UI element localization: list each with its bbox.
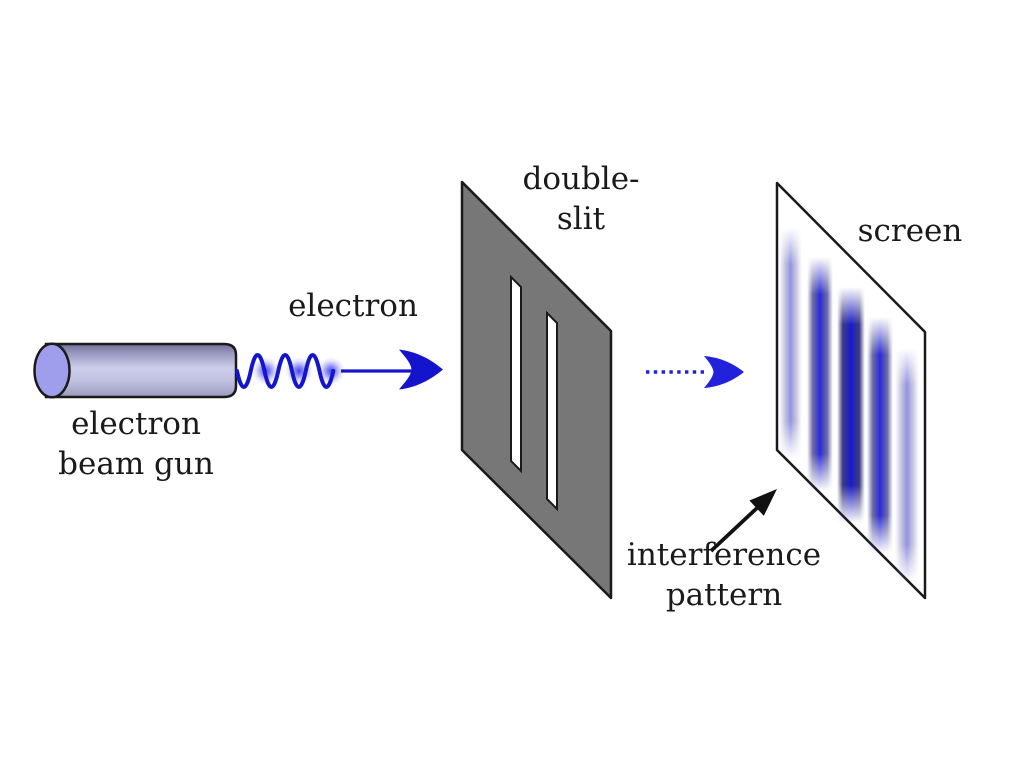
electron-dot xyxy=(317,357,345,385)
label-interference-pattern-line2: pattern xyxy=(665,577,783,613)
label-interference-pattern: interference pattern xyxy=(614,535,834,615)
fringe-2 xyxy=(807,257,833,491)
dotted-arrowhead xyxy=(704,356,744,388)
electron-wave xyxy=(235,349,443,390)
gun-cap xyxy=(33,342,71,399)
label-double-slit: double- slit xyxy=(501,159,661,239)
label-interference-pattern-line1: interference xyxy=(626,537,822,573)
slit-right xyxy=(546,310,558,512)
label-electron: electron xyxy=(288,288,418,324)
double-slit-barrier xyxy=(460,180,613,600)
pointer-arrow-icon xyxy=(709,489,777,553)
fringe-4 xyxy=(867,317,893,553)
label-double-slit-line1: double- xyxy=(522,161,640,197)
label-double-slit-line2: slit xyxy=(556,201,606,237)
wave-path xyxy=(235,353,336,389)
fringe-5 xyxy=(895,348,919,582)
label-electron-beam-gun-line2: beam gun xyxy=(58,446,214,482)
dotted-arrow-icon xyxy=(646,356,744,388)
label-electron-beam-gun-line1: electron xyxy=(71,406,201,442)
slit-left xyxy=(510,274,522,474)
barrier-plate xyxy=(460,180,613,600)
interference-fringes xyxy=(779,228,919,582)
pointer-arrow-shaft xyxy=(709,506,759,553)
beam-arrowhead-icon xyxy=(399,349,443,390)
fringe-3 xyxy=(837,287,865,523)
label-electron-beam-gun: electron beam gun xyxy=(26,404,246,484)
screen-panel xyxy=(775,181,927,600)
pointer-arrowhead xyxy=(749,489,777,516)
label-screen: screen xyxy=(857,213,963,249)
gun-body xyxy=(44,342,238,399)
electron-beam-gun xyxy=(33,342,238,399)
fringe-1 xyxy=(779,228,802,458)
